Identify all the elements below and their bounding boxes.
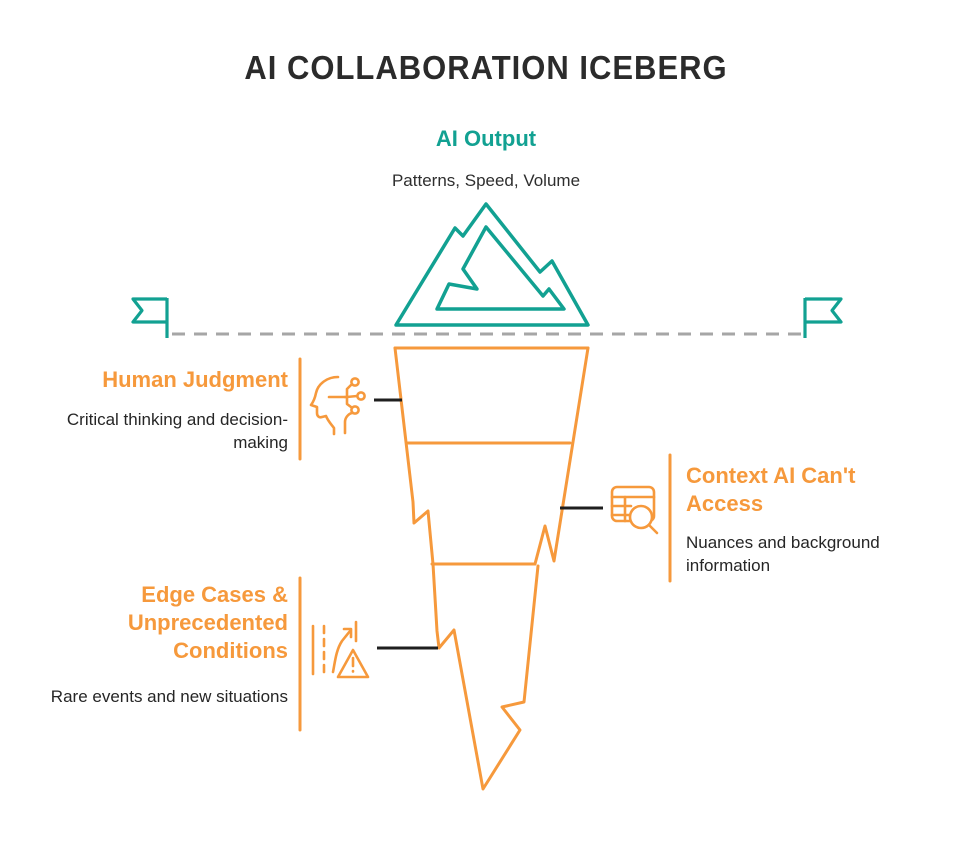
iceberg-right-edge bbox=[533, 346, 590, 566]
road-warning-icon bbox=[311, 620, 370, 679]
above-water-heading: AI Output bbox=[435, 126, 537, 151]
start-flag-icon bbox=[131, 297, 169, 338]
iceberg-left-edge bbox=[393, 346, 540, 791]
table-search-icon bbox=[610, 485, 659, 535]
section-heading-human-judgment: Human Judgment bbox=[102, 367, 288, 392]
head-circuit-icon bbox=[309, 375, 366, 436]
above-water-subtext: Patterns, Speed, Volume bbox=[391, 171, 581, 190]
section-heading-edge-cases: Edge Cases & Unprecedented Conditions bbox=[127, 582, 288, 663]
section-heading-context: Context AI Can't Access bbox=[686, 463, 856, 516]
connector-lines bbox=[374, 398, 603, 650]
label-dividers bbox=[298, 357, 672, 732]
section-desc-edge-cases: Rare events and new situations bbox=[50, 687, 288, 706]
end-flag-icon bbox=[803, 297, 843, 338]
page-title: AI COLLABORATION ICEBERG bbox=[244, 48, 728, 87]
section-desc-context: Nuances and background information bbox=[686, 533, 880, 575]
section-desc-human-judgment: Critical thinking and decision-making bbox=[66, 410, 288, 452]
iceberg-above-water bbox=[394, 202, 590, 327]
iceberg-below-water bbox=[393, 346, 590, 791]
